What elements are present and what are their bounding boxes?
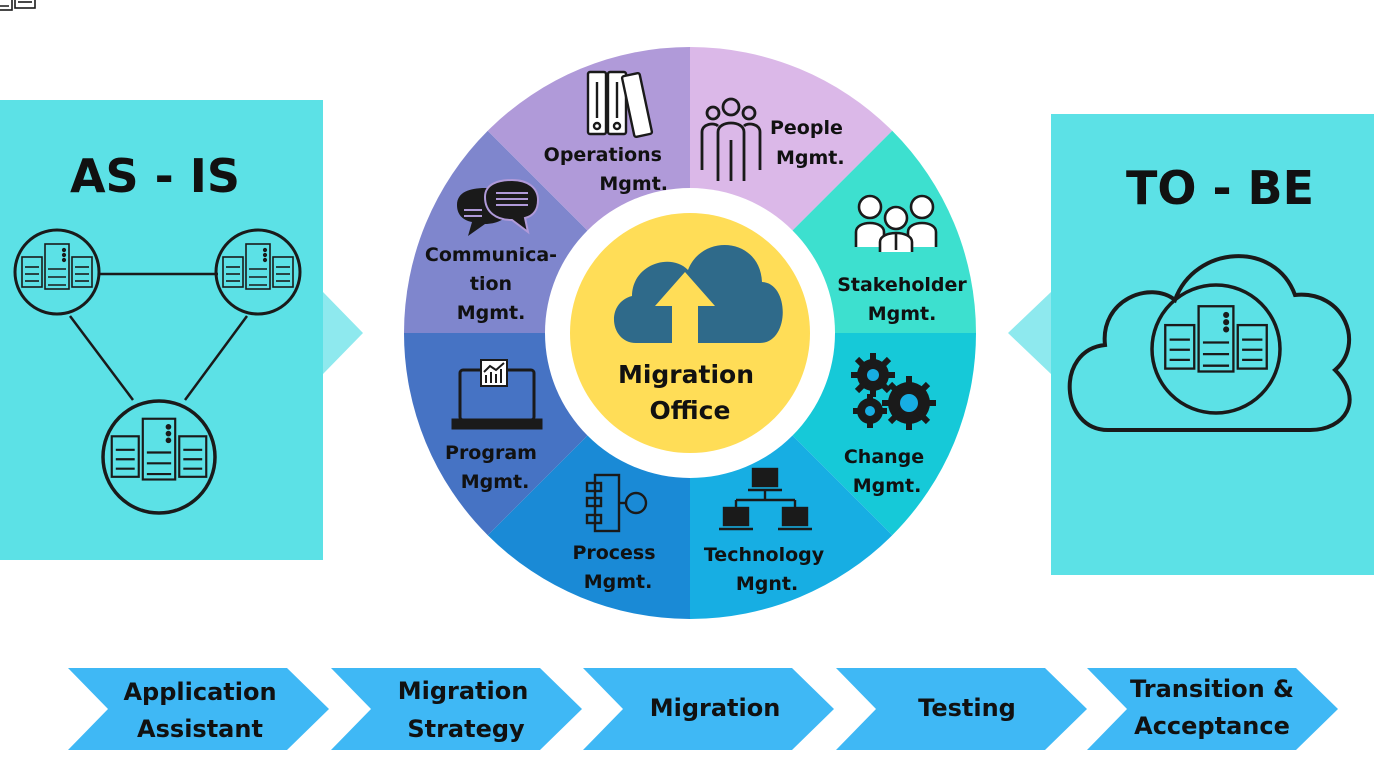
step-migration: Migration <box>583 668 834 750</box>
step-transition-acceptance: Transition &Acceptance <box>1087 668 1338 750</box>
people-icon <box>700 97 762 181</box>
step-label: Testing <box>918 694 1016 722</box>
as-is-pointer <box>323 292 363 374</box>
server-network-icon <box>13 228 302 515</box>
process-icon <box>585 473 648 533</box>
stakeholders-icon <box>854 194 938 252</box>
step-label: Transition &Acceptance <box>1130 675 1294 740</box>
gears-icon <box>851 353 936 430</box>
as-is-title: AS - IS <box>70 149 240 203</box>
monitor-chart-icon <box>451 359 543 430</box>
upload-arrow-icon <box>655 272 715 343</box>
step-arrow <box>1087 668 1338 750</box>
step-arrow <box>68 668 329 750</box>
chat-bubbles-icon <box>457 178 540 236</box>
to-be-pointer <box>1008 292 1051 374</box>
step-testing: Testing <box>836 668 1087 750</box>
migration-office-center: Migration Office <box>545 188 835 478</box>
binders-icon <box>586 70 654 139</box>
step-arrow <box>836 668 1087 750</box>
cloud-server-circle <box>1150 283 1282 415</box>
as-is-background <box>0 100 323 560</box>
server-rack-icon <box>0 0 36 11</box>
step-label: Migration <box>650 694 781 722</box>
to-be-title: TO - BE <box>1126 161 1314 215</box>
step-arrow <box>583 668 834 750</box>
as-is-panel: AS - IS <box>0 0 363 560</box>
center-label-line2: Office <box>650 396 731 425</box>
cloud-icon <box>1067 254 1352 432</box>
network-icon <box>719 467 812 531</box>
to-be-panel: TO - BE <box>1008 114 1374 575</box>
step-arrow <box>331 668 582 750</box>
center-label-line1: Migration <box>618 360 754 389</box>
